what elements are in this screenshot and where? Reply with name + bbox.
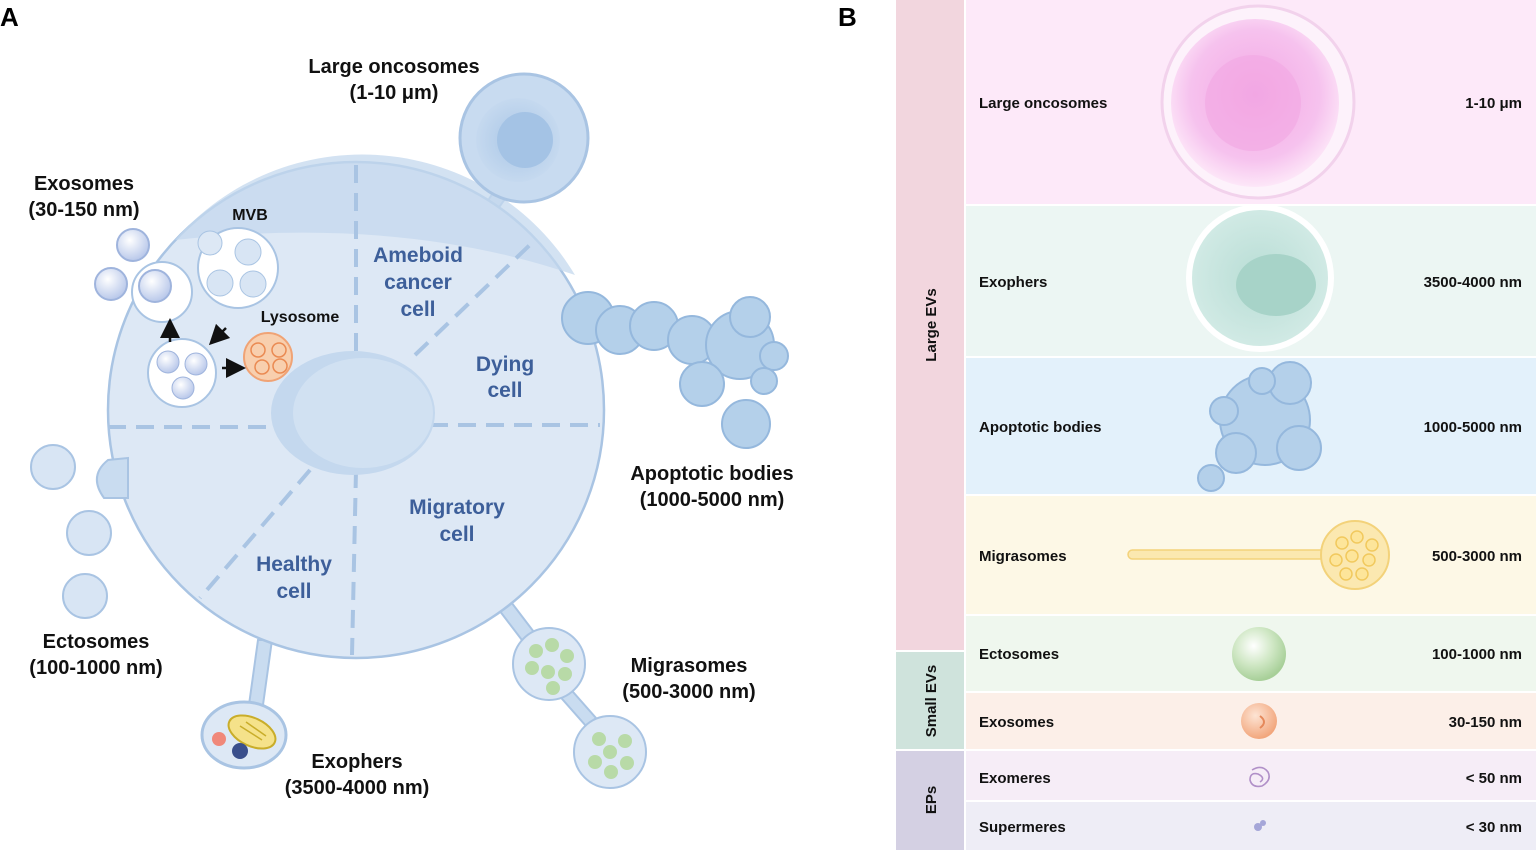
label-apoptotic-bodies-size: (1000-5000 nm) xyxy=(640,489,785,511)
region-migratory-line2: cell xyxy=(439,523,474,546)
panel-a: A Ameboid cancer cell Dying cell Migrat xyxy=(0,2,794,799)
region-ameboid-line3: cell xyxy=(400,298,435,321)
large-oncosome-a xyxy=(458,72,590,204)
region-dying-line2: cell xyxy=(487,379,522,402)
label-ectosomes: Ectosomes xyxy=(43,631,150,653)
migrasome-b xyxy=(1127,520,1390,590)
apoptotic-bodies-a xyxy=(561,291,789,449)
label-ectosomes-size: (100-1000 nm) xyxy=(29,657,162,679)
exopher-b xyxy=(1186,204,1334,352)
exomere-b xyxy=(1249,766,1270,788)
row-name-exophers: Exophers xyxy=(979,274,1047,291)
row-name-supermeres: Supermeres xyxy=(979,819,1066,836)
row-size-exophers: 3500-4000 nm xyxy=(1424,274,1522,291)
mvb xyxy=(197,227,279,309)
lysosome xyxy=(243,332,293,382)
nucleus-inner xyxy=(293,358,433,468)
region-healthy-line1: Healthy xyxy=(256,553,332,576)
band-eps xyxy=(896,751,964,850)
pathway-arrows xyxy=(160,318,246,378)
panel-b: B Large EVs Small EVs EPs xyxy=(838,0,1536,850)
row-name-exomeres: Exomeres xyxy=(979,770,1051,787)
migrasomes-a xyxy=(512,627,647,789)
group-label-large-evs: Large EVs xyxy=(923,288,940,361)
label-large-oncosomes-size: (1-10 μm) xyxy=(350,82,439,104)
label-exosomes: Exosomes xyxy=(34,173,134,195)
row-name-apoptotic-bodies: Apoptotic bodies xyxy=(979,419,1102,436)
endosome xyxy=(147,338,217,408)
exosome-particles-a xyxy=(94,228,172,303)
row-name-ectosomes: Ectosomes xyxy=(979,646,1059,663)
group-label-eps: EPs xyxy=(923,786,940,814)
row-size-apoptotic-bodies: 1000-5000 nm xyxy=(1424,419,1522,436)
row-name-large-oncosomes: Large oncosomes xyxy=(979,95,1107,112)
region-ameboid-line1: Ameboid xyxy=(373,244,463,267)
ectosome-b xyxy=(1232,627,1286,681)
row-name-migrasomes: Migrasomes xyxy=(979,548,1067,565)
row-size-exosomes: 30-150 nm xyxy=(1449,714,1522,731)
panel-b-letter: B xyxy=(838,2,857,32)
ectosomes-a xyxy=(30,444,129,619)
region-healthy-line2: cell xyxy=(276,580,311,603)
row-size-supermeres: < 30 nm xyxy=(1466,819,1522,836)
cell-shade xyxy=(175,154,575,275)
row-bg-supermeres xyxy=(966,802,1536,850)
exopher-a xyxy=(200,700,288,770)
apoptotic-bodies-b xyxy=(1197,361,1322,492)
label-lysosome: Lysosome xyxy=(261,309,340,326)
group-label-small-evs: Small EVs xyxy=(923,665,940,738)
band-large-evs xyxy=(896,0,964,650)
row-size-migrasomes: 500-3000 nm xyxy=(1432,548,1522,565)
label-exophers-size: (3500-4000 nm) xyxy=(285,777,430,799)
label-large-oncosomes: Large oncosomes xyxy=(308,56,479,78)
label-migrasomes-size: (500-3000 nm) xyxy=(622,681,755,703)
region-dividers xyxy=(108,165,600,656)
label-exophers: Exophers xyxy=(311,751,402,773)
row-size-ectosomes: 100-1000 nm xyxy=(1432,646,1522,663)
exosome-b xyxy=(1241,703,1277,739)
supermere-b xyxy=(1254,820,1266,831)
label-migrasomes: Migrasomes xyxy=(631,655,748,677)
label-exosomes-size: (30-150 nm) xyxy=(28,199,139,221)
label-mvb: MVB xyxy=(232,207,268,224)
panel-a-letter: A xyxy=(0,2,19,32)
row-size-exomeres: < 50 nm xyxy=(1466,770,1522,787)
row-name-exosomes: Exosomes xyxy=(979,714,1054,731)
region-dying-line1: Dying xyxy=(476,353,534,376)
large-oncosome-b xyxy=(1160,4,1356,200)
region-migratory-line1: Migratory xyxy=(409,496,505,519)
band-small-evs xyxy=(896,652,964,749)
region-ameboid-line2: cancer xyxy=(384,271,452,294)
row-size-large-oncosomes: 1-10 μm xyxy=(1465,95,1522,112)
label-apoptotic-bodies: Apoptotic bodies xyxy=(630,463,793,485)
